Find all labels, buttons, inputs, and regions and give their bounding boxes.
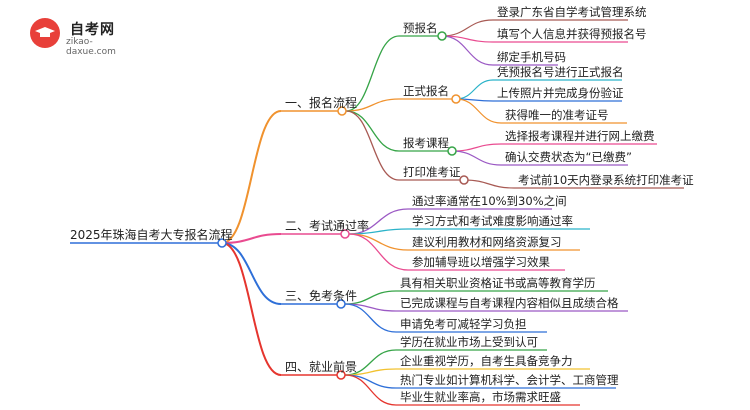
leaf: 具有相关职业资格证书或高等教育学历 bbox=[400, 276, 596, 290]
child-connector bbox=[348, 233, 409, 271]
leaf: 已完成课程与自考课程内容相似且成绩合格 bbox=[400, 296, 619, 310]
leaf: 获得唯一的准考证号 bbox=[505, 108, 609, 122]
leaf: 热门专业如计算机科学、会计学、工商管理 bbox=[400, 373, 619, 387]
branch-registration-process: 一、报名流程 bbox=[285, 96, 358, 110]
branch-pass-rate: 二、考试通过率 bbox=[285, 219, 370, 233]
branch-node-circle bbox=[337, 106, 347, 116]
leaf: 企业重视学历，自考生具备竞争力 bbox=[400, 354, 573, 368]
child-node-circle bbox=[459, 175, 469, 185]
node-formal-registration: 正式报名 bbox=[403, 84, 449, 98]
child-connector bbox=[345, 35, 400, 112]
leaf: 绑定手机号码 bbox=[497, 50, 566, 64]
logo-url: zikao-daxue.com bbox=[66, 37, 116, 57]
leaf: 填写个人信息并获得预报名号 bbox=[497, 27, 647, 41]
child-connector bbox=[345, 98, 400, 112]
branch-employment-outlook: 四、就业前景 bbox=[285, 360, 358, 374]
leaf: 凭预报名号进行正式报名 bbox=[497, 65, 624, 79]
root-node-circle bbox=[217, 238, 227, 248]
leaf: 参加辅导班以增强学习效果 bbox=[412, 255, 550, 269]
node-pre-registration: 预报名 bbox=[403, 21, 438, 35]
graduation-cap-icon bbox=[30, 18, 60, 48]
child-connector bbox=[344, 374, 397, 389]
branch-connector bbox=[221, 110, 282, 244]
leaf: 登录广东省自学考试管理系统 bbox=[497, 5, 647, 19]
leaf: 毕业生就业率高，市场需求旺盛 bbox=[400, 390, 561, 404]
child-connector bbox=[345, 110, 400, 181]
leaf: 申请免考可减轻学习负担 bbox=[400, 317, 527, 331]
leaf: 学历在就业市场上受到认可 bbox=[400, 335, 538, 349]
leaf-connector bbox=[441, 19, 494, 37]
leaf: 确认交费状态为“已缴费” bbox=[505, 150, 632, 164]
leaf: 学习方式和考试难度影响通过率 bbox=[412, 214, 573, 228]
child-node-circle bbox=[447, 146, 457, 156]
branch-node-circle bbox=[336, 299, 346, 309]
child-node-circle bbox=[437, 31, 447, 41]
branch-exemption-conditions: 三、免考条件 bbox=[285, 289, 358, 303]
root-node: 2025年珠海自考大专报名流程 bbox=[70, 228, 233, 242]
node-print-admission-ticket: 打印准考证 bbox=[403, 165, 461, 179]
leaf-connector bbox=[441, 35, 494, 66]
leaf-connector bbox=[455, 79, 494, 100]
leaf: 建议利用教材和网络资源复习 bbox=[412, 235, 562, 249]
leaf: 通过率通常在10%到30%之间 bbox=[412, 194, 567, 208]
leaf: 选择报考课程并进行网上缴费 bbox=[505, 129, 655, 143]
child-connector bbox=[344, 374, 397, 406]
leaf: 上传照片并完成身份验证 bbox=[497, 86, 624, 100]
child-connector bbox=[344, 303, 397, 333]
leaf-connector bbox=[455, 98, 502, 124]
branch-connector bbox=[221, 233, 282, 244]
site-logo: 自考网 zikao-daxue.com bbox=[30, 18, 140, 57]
branch-node-circle bbox=[336, 370, 346, 380]
logo-title: 自考网 bbox=[70, 22, 115, 38]
child-node-circle bbox=[451, 94, 461, 104]
leaf: 考试前10天内登录系统打印准考证 bbox=[518, 173, 694, 187]
node-course-enrollment: 报考课程 bbox=[403, 136, 449, 150]
child-connector bbox=[345, 110, 400, 152]
branch-connector bbox=[221, 242, 282, 376]
branch-node-circle bbox=[340, 229, 350, 239]
leaf-connector bbox=[463, 179, 515, 189]
leaf-connector bbox=[451, 143, 502, 152]
branch-connector bbox=[221, 242, 282, 305]
child-connector bbox=[348, 233, 409, 251]
leaf-connector bbox=[451, 150, 502, 166]
